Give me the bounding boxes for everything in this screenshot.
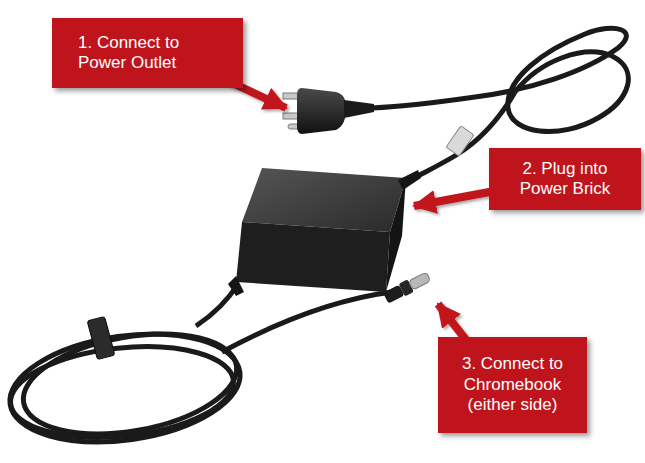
callout-text: 2. Plug into Power Brick: [506, 159, 624, 200]
dc-cable: [196, 284, 238, 326]
callout-text: 1. Connect to Power Outlet: [78, 33, 203, 74]
dc-cable: [222, 292, 392, 352]
brick-side: [386, 178, 406, 292]
callout-box: 1. Connect to Power Outlet: [52, 18, 243, 88]
cord-tag: [446, 126, 474, 156]
usb-c-plug: [408, 272, 430, 290]
brick-top: [242, 168, 406, 232]
strain-relief: [344, 100, 374, 118]
callout-box: 3. Connect to Chromebook (either side): [438, 337, 587, 433]
callout-text: 3. Connect to Chromebook (either side): [454, 354, 572, 415]
velcro-strap: [87, 316, 115, 359]
power-brick: [228, 168, 421, 296]
callout-box: 2. Plug into Power Brick: [489, 148, 641, 210]
dc-cable-coil: [3, 284, 392, 456]
cable-loop: [6, 337, 238, 448]
brick-front: [236, 222, 390, 292]
strain-relief: [398, 170, 421, 190]
leader-arrow: [414, 190, 500, 206]
callout-arrows: [226, 80, 500, 345]
strain-relief: [228, 276, 244, 296]
plug-body: [297, 88, 346, 134]
ac-plug: [283, 88, 374, 134]
